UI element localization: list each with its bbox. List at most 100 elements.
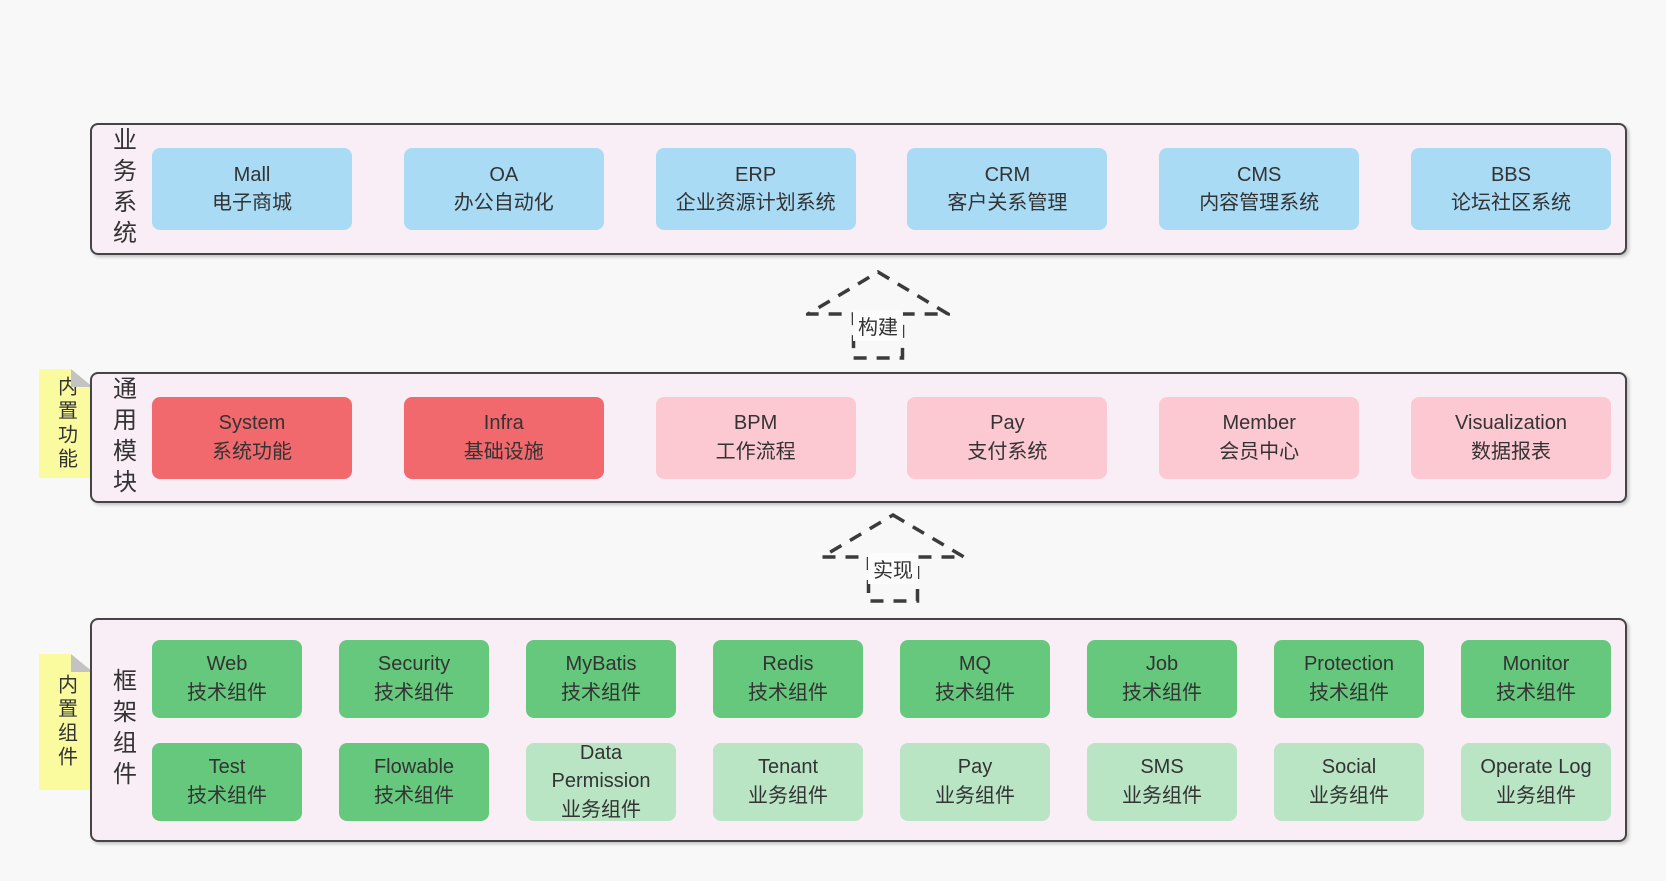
box-subtitle: 技术组件 xyxy=(187,784,267,807)
sticky-note-built-in-components: 内置组件 xyxy=(39,654,93,790)
box-crm: CRM 客户关系管理 xyxy=(907,148,1108,230)
arrow-up-dashed-icon xyxy=(820,513,966,603)
box-title: Monitor xyxy=(1502,653,1570,676)
box-title: Operate Log xyxy=(1480,756,1592,779)
box-title: Social xyxy=(1321,756,1377,779)
box-subtitle: 技术组件 xyxy=(1496,681,1576,704)
box-subtitle: 业务组件 xyxy=(1496,784,1576,807)
box-title: Flowable xyxy=(373,756,455,779)
box-subtitle: 技术组件 xyxy=(374,784,454,807)
box-member: Member 会员中心 xyxy=(1159,396,1360,479)
box-title: Security xyxy=(377,653,451,676)
arrow-up-dashed-icon xyxy=(806,270,950,360)
sticky-note-label: 内置组件 xyxy=(54,674,77,770)
box-social: Social 业务组件 xyxy=(1274,742,1424,821)
layer-business-systems: 业务系统 Mall 电子商城 OA 办公自动化 ERP 企业资源计划系统 CRM… xyxy=(90,123,1627,255)
box-title: MyBatis xyxy=(565,653,637,676)
box-operate-log: Operate Log 业务组件 xyxy=(1461,742,1611,821)
box-mybatis: MyBatis 技术组件 xyxy=(526,639,676,718)
box-subtitle: 客户关系管理 xyxy=(947,192,1068,214)
layer-common-modules: 通用模块 System 系统功能 Infra 基础设施 BPM 工作流程 Pay… xyxy=(90,372,1627,503)
box-title: Test xyxy=(208,756,246,779)
sticky-note-built-in-features: 内置功能 xyxy=(39,369,93,478)
build-arrow: 构建 xyxy=(806,270,950,360)
box-title: BPM xyxy=(733,412,778,435)
box-title: Protection xyxy=(1303,653,1395,676)
box-subtitle: 系统功能 xyxy=(212,440,292,463)
box-oa: OA 办公自动化 xyxy=(403,148,604,230)
box-tenant: Tenant 业务组件 xyxy=(713,742,863,821)
component-row-1: Web 技术组件 Security 技术组件 MyBatis 技术组件 Redi… xyxy=(152,639,1611,718)
box-bpm: BPM 工作流程 xyxy=(655,396,856,479)
box-title: Redis xyxy=(762,653,814,676)
box-subtitle: 数据报表 xyxy=(1470,440,1551,463)
box-title: Mall xyxy=(233,163,271,186)
implement-arrow-label: 实现 xyxy=(868,552,918,584)
box-job: Job 技术组件 xyxy=(1087,639,1237,718)
box-title: Member xyxy=(1222,412,1296,435)
box-subtitle: 技术组件 xyxy=(187,681,267,704)
box-title: CMS xyxy=(1236,163,1282,186)
box-title: System xyxy=(218,412,286,435)
box-subtitle: 工作流程 xyxy=(715,440,796,463)
box-visualization: Visualization 数据报表 xyxy=(1410,396,1611,479)
box-title: CRM xyxy=(984,163,1031,186)
box-subtitle: 电子商城 xyxy=(212,192,292,214)
box-subtitle: 技术组件 xyxy=(1122,681,1202,704)
box-subtitle: 基础设施 xyxy=(463,440,544,463)
box-title: Job xyxy=(1145,653,1179,676)
box-infra: Infra 基础设施 xyxy=(403,396,604,479)
layer-label-common-modules: 通用模块 xyxy=(108,375,136,500)
box-test: Test 技术组件 xyxy=(152,742,302,821)
layer-framework-components: 框架组件 Web 技术组件 Security 技术组件 MyBatis 技术组件… xyxy=(90,618,1627,842)
layer-label-business-systems: 业务系统 xyxy=(108,127,136,251)
box-subtitle: 技术组件 xyxy=(1309,681,1389,704)
box-title: OA xyxy=(489,163,519,186)
sticky-note-label: 内置功能 xyxy=(54,375,77,472)
box-subtitle: 业务组件 xyxy=(748,784,828,807)
box-subtitle: 技术组件 xyxy=(561,681,641,704)
box-title: MQ xyxy=(958,653,992,676)
box-subtitle: 论坛社区系统 xyxy=(1450,192,1571,214)
box-mall: Mall 电子商城 xyxy=(152,148,352,230)
component-row-2: Test 技术组件 Flowable 技术组件 Data Permission … xyxy=(152,742,1611,821)
box-title: BBS xyxy=(1490,163,1531,186)
box-subtitle: 业务组件 xyxy=(1309,784,1389,807)
box-web: Web 技术组件 xyxy=(152,639,302,718)
box-subtitle: 办公自动化 xyxy=(453,192,554,214)
box-system: System 系统功能 xyxy=(152,396,352,479)
implement-arrow: 实现 xyxy=(820,513,966,603)
box-subtitle: 技术组件 xyxy=(374,681,454,704)
box-subtitle: 业务组件 xyxy=(561,798,641,821)
box-title: Infra xyxy=(483,412,524,435)
box-flowable: Flowable 技术组件 xyxy=(339,742,489,821)
box-subtitle: 业务组件 xyxy=(935,784,1015,807)
box-subtitle: 技术组件 xyxy=(935,681,1015,704)
box-subtitle: 业务组件 xyxy=(1122,784,1202,807)
box-subtitle: 内容管理系统 xyxy=(1199,192,1320,214)
box-security: Security 技术组件 xyxy=(339,639,489,718)
build-arrow-label: 构建 xyxy=(853,309,903,341)
box-redis: Redis 技术组件 xyxy=(713,639,863,718)
box-title: Web xyxy=(206,653,248,676)
box-title: Pay xyxy=(957,756,993,779)
box-title: Visualization xyxy=(1455,412,1567,435)
box-subtitle: 会员中心 xyxy=(1219,440,1300,463)
box-subtitle: 企业资源计划系统 xyxy=(675,192,836,214)
box-title: Data Permission xyxy=(551,741,651,793)
box-subtitle: 支付系统 xyxy=(967,440,1048,463)
box-sms: SMS 业务组件 xyxy=(1087,742,1237,821)
box-title: Tenant xyxy=(757,756,819,779)
box-title: ERP xyxy=(735,163,777,186)
box-pay-biz: Pay 业务组件 xyxy=(900,742,1050,821)
box-erp: ERP 企业资源计划系统 xyxy=(655,148,856,230)
box-title: SMS xyxy=(1140,756,1184,779)
box-pay: Pay 支付系统 xyxy=(907,396,1108,479)
box-title: Pay xyxy=(990,412,1025,435)
layer-label-framework-components: 框架组件 xyxy=(108,668,136,792)
box-bbs: BBS 论坛社区系统 xyxy=(1410,148,1611,230)
box-monitor: Monitor 技术组件 xyxy=(1461,639,1611,718)
box-cms: CMS 内容管理系统 xyxy=(1159,148,1360,230)
box-mq: MQ 技术组件 xyxy=(900,639,1050,718)
box-data-permission: Data Permission 业务组件 xyxy=(526,742,676,821)
